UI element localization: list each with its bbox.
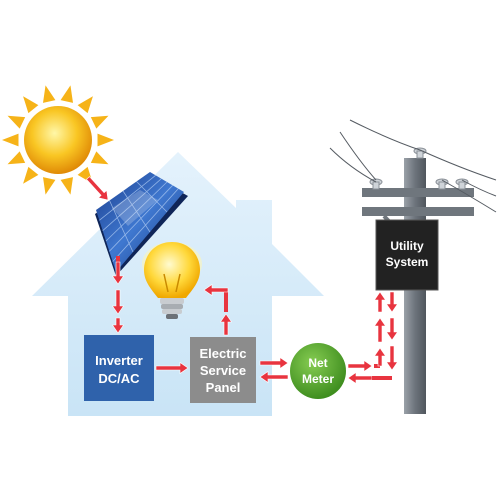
service-panel-node: Electric Service Panel xyxy=(190,337,256,403)
flow-arrows xyxy=(86,176,399,385)
net-meter-label-line2: Meter xyxy=(302,372,334,386)
sun-icon xyxy=(2,85,114,195)
utility-label-line2: System xyxy=(386,255,429,269)
inverter-label-line1: Inverter xyxy=(95,353,143,368)
service-panel-label-line1: Electric xyxy=(200,346,247,361)
service-panel-label-line2: Service xyxy=(200,363,246,378)
service-panel-label-line3: Panel xyxy=(206,380,241,395)
net-meter-node: Net Meter xyxy=(290,343,346,399)
light-bulb-icon xyxy=(142,242,202,319)
utility-system-node: Utility System xyxy=(375,219,439,291)
net-meter-label-line1: Net xyxy=(308,356,327,370)
inverter-node: Inverter DC/AC xyxy=(84,335,154,401)
solar-panel-icon xyxy=(95,172,188,276)
inverter-label-line2: DC/AC xyxy=(98,371,140,386)
utility-label-line1: Utility xyxy=(390,239,424,253)
